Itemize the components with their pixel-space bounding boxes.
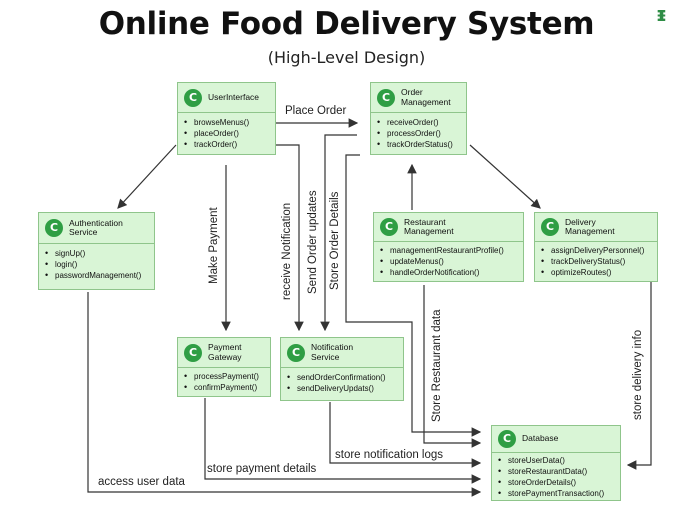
diagram-title: Online Food Delivery System xyxy=(98,6,595,42)
component-name: Notification Service xyxy=(311,342,354,362)
diagram-subtitle: (High-Level Design) xyxy=(267,48,426,67)
method-item: storeRestaurantData() xyxy=(498,466,614,477)
class-badge-icon: C xyxy=(184,343,202,362)
component-authentication-service: C Authentication Service signUp() login(… xyxy=(38,212,155,290)
edge-store-payment-details xyxy=(204,398,482,484)
class-badge-icon: C xyxy=(498,430,516,448)
class-badge-icon: C xyxy=(541,218,559,236)
component-name: Database xyxy=(522,433,559,444)
edge-store-delivery-info xyxy=(626,282,652,470)
method-item: trackOrderStatus() xyxy=(377,139,460,150)
method-item: confirmPayment() xyxy=(184,382,264,393)
method-item: processOrder() xyxy=(377,128,460,139)
edge-store-order-details xyxy=(345,154,482,437)
component-order-management: C Order Management receiveOrder() proces… xyxy=(370,82,467,155)
geeksforgeeks-logo-icon: ᵻ xyxy=(656,2,667,26)
method-item: storePaymentTransaction() xyxy=(498,488,614,499)
edge-access-user-data xyxy=(87,292,482,497)
edge-ui-to-auth xyxy=(117,144,177,209)
method-item: receiveOrder() xyxy=(377,117,460,128)
label-store-delivery-info: store delivery info xyxy=(632,330,644,420)
label-store-notification-logs: store notification logs xyxy=(335,449,443,461)
label-receive-notification: receive Notification xyxy=(281,203,293,300)
component-database: C Database storeUserData() storeRestaura… xyxy=(491,425,621,501)
component-name: Payment Gateway xyxy=(208,342,242,362)
class-badge-icon: C xyxy=(287,343,305,362)
method-item: signUp() xyxy=(45,248,148,259)
component-delivery-management: C Delivery Management assignDeliveryPers… xyxy=(534,212,658,282)
label-store-payment-details: store payment details xyxy=(207,463,317,475)
label-place-order: Place Order xyxy=(285,105,347,117)
class-badge-icon: C xyxy=(45,219,63,237)
method-item: sendDeliveryUpdats() xyxy=(287,383,397,394)
method-item: trackOrder() xyxy=(184,139,269,150)
label-access-user-data: access user data xyxy=(98,476,186,488)
method-item: placeOrder() xyxy=(184,128,269,139)
method-item: login() xyxy=(45,259,148,270)
method-item: storeOrderDetails() xyxy=(498,477,614,488)
edge-receive-notification xyxy=(276,144,304,332)
method-item: storeUserData() xyxy=(498,455,614,466)
component-payment-gateway: C Payment Gateway processPayment() confi… xyxy=(177,337,271,397)
component-name: Delivery Management xyxy=(565,216,615,236)
class-badge-icon: C xyxy=(184,88,202,107)
label-store-order-details: Store Order Details xyxy=(329,191,341,290)
edge-store-notification-logs xyxy=(329,402,482,468)
component-restaurant-management: C Restaurant Management managementRestau… xyxy=(373,212,524,282)
component-name: Restaurant Management xyxy=(404,216,454,236)
label-store-restaurant-data: Store Restaurant data xyxy=(431,309,443,422)
method-item: optimizeRoutes() xyxy=(541,267,651,278)
edge-order-to-delivery xyxy=(469,144,541,209)
method-item: managementRestaurantProfile() xyxy=(380,245,517,256)
method-item: updateMenus() xyxy=(380,256,517,267)
class-badge-icon: C xyxy=(377,88,395,107)
class-badge-icon: C xyxy=(380,218,398,236)
method-item: trackDeliveryStatus() xyxy=(541,256,651,267)
component-notification-service: C Notification Service sendOrderConfirma… xyxy=(280,337,404,401)
component-name: UserInterface xyxy=(208,91,260,102)
component-name: Authentication Service xyxy=(69,217,123,237)
edge-send-order-updates xyxy=(320,134,357,332)
method-item: passwordManagement() xyxy=(45,270,148,281)
edge-store-restaurant-data xyxy=(423,285,482,448)
component-name: Order Management xyxy=(401,87,451,107)
method-item: browseMenus() xyxy=(184,117,269,128)
method-item: sendOrderConfirmation() xyxy=(287,372,397,383)
label-send-order-updates: Send Order updates xyxy=(307,190,319,294)
method-item: assignDeliveryPersonnel() xyxy=(541,245,651,256)
component-user-interface: C UserInterface browseMenus() placeOrder… xyxy=(177,82,276,155)
label-make-payment: Make Payment xyxy=(208,206,220,284)
method-item: handleOrderNotification() xyxy=(380,267,517,278)
method-item: processPayment() xyxy=(184,371,264,382)
